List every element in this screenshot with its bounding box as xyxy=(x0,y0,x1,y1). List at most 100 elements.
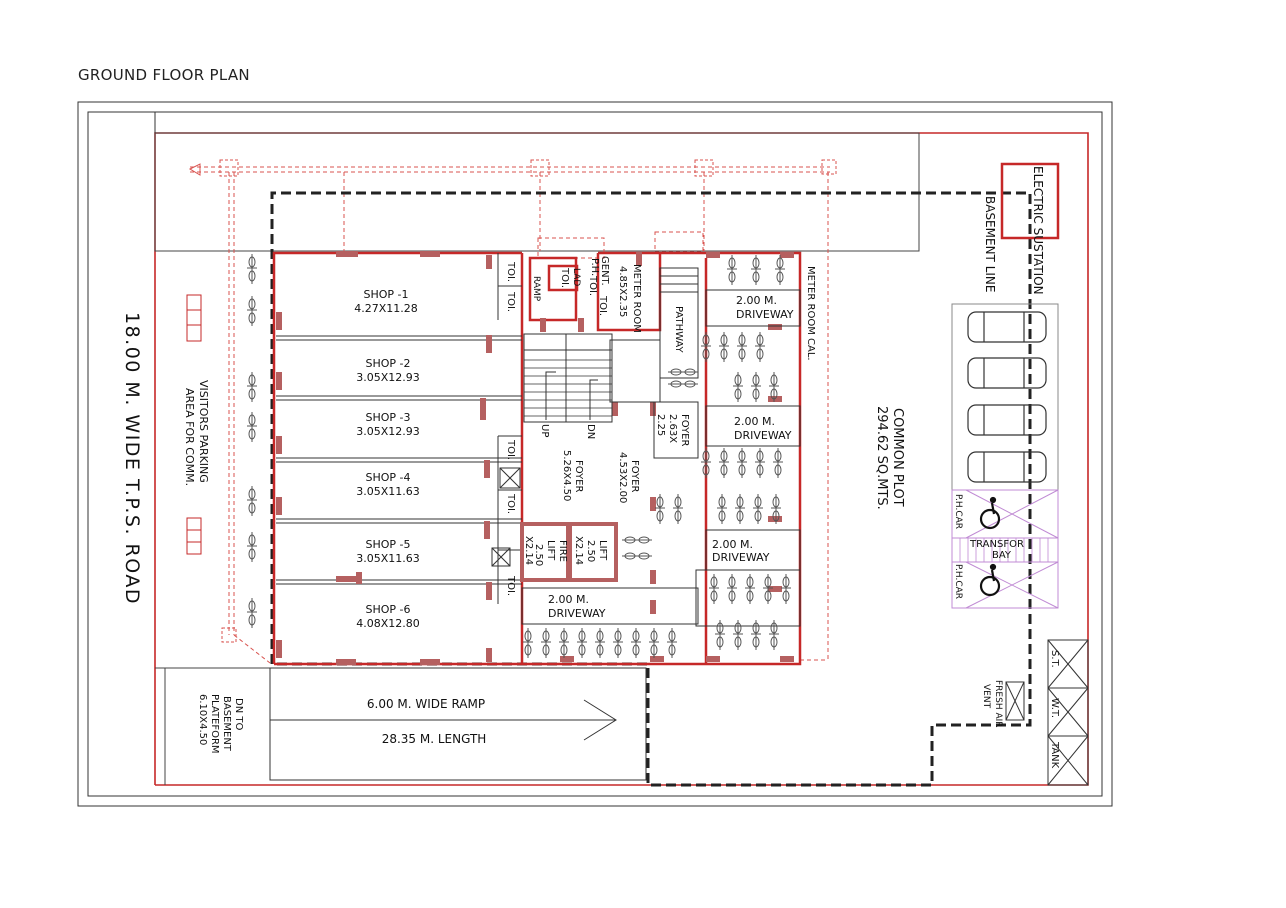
shop-4-name: SHOP -4 xyxy=(365,471,410,484)
two-wheeler-icon xyxy=(247,372,257,402)
toilet-label: TOI. xyxy=(559,267,570,288)
tank-label-st: S.T. xyxy=(1049,650,1060,668)
toilet-label: TOI. xyxy=(505,291,516,312)
ramp-width-label: 6.00 M. WIDE RAMP xyxy=(367,697,485,711)
two-wheeler-icon xyxy=(763,574,773,604)
two-wheeler-icon xyxy=(735,494,745,524)
road-label: 18.00 M. WIDE T.P.S. ROAD xyxy=(121,312,143,605)
shop-1-size: 4.27X11.28 xyxy=(354,302,418,315)
shop-6-size: 4.08X12.80 xyxy=(356,617,420,630)
transfor-bay-label: BAY xyxy=(992,550,1012,561)
two-wheeler-icon xyxy=(523,628,533,658)
driveway-1-width: 2.00 M. xyxy=(736,294,777,307)
ph-car-label: P.H.CAR xyxy=(953,494,963,529)
two-wheeler-icon xyxy=(709,574,719,604)
driveway-3-width: 2.00 M. xyxy=(712,538,753,551)
two-wheeler-icon xyxy=(668,380,698,388)
ph-car-label: P.H.CAR xyxy=(953,564,963,599)
two-wheeler-icon xyxy=(559,628,569,658)
two-wheeler-icon xyxy=(771,494,781,524)
two-wheeler-icon xyxy=(751,255,761,285)
fire-lift-label: LIFT xyxy=(545,540,556,561)
two-wheeler-icon xyxy=(733,372,743,402)
driveway-2-label: DRIVEWAY xyxy=(734,429,792,442)
two-wheeler-icon xyxy=(745,574,755,604)
two-wheeler-icon xyxy=(701,332,711,362)
two-wheeler-icon xyxy=(247,598,257,628)
ph-label: P.H. xyxy=(589,258,600,276)
two-wheeler-icon xyxy=(613,628,623,658)
toilet-label: TOI. xyxy=(505,575,516,596)
sign-icon xyxy=(186,294,202,555)
shop-3-name: SHOP -3 xyxy=(365,411,410,424)
dn-label: DN xyxy=(585,424,596,439)
driveway-4-label: DRIVEWAY xyxy=(548,607,606,620)
platform-label: 6.10X4.50 xyxy=(197,694,208,745)
electric-substation-box xyxy=(1000,162,1060,240)
two-wheeler-icon xyxy=(655,494,665,524)
two-wheeler-icon xyxy=(649,628,659,658)
shop-6-name: SHOP -6 xyxy=(365,603,410,616)
toilet-label: TOI. xyxy=(505,439,516,460)
lift-label: LIFT xyxy=(597,540,608,561)
shop-4-size: 3.05X11.63 xyxy=(356,485,420,498)
ph-car-area xyxy=(951,489,1059,609)
two-wheeler-parking xyxy=(247,254,791,658)
two-wheeler-icon xyxy=(701,448,711,478)
outer-frame xyxy=(77,101,1113,807)
two-wheeler-icon xyxy=(733,620,743,650)
foyer-side-size: 4.53X2.00 xyxy=(617,452,628,503)
fire-lift-label: FIRE xyxy=(557,540,568,562)
ramp-length-label: 28.35 M. LENGTH xyxy=(382,732,487,746)
two-wheeler-icon xyxy=(247,532,257,562)
fire-route xyxy=(190,166,830,664)
two-wheeler-icon xyxy=(667,628,677,658)
stair-core xyxy=(521,267,801,627)
fresh-air-label: VENT xyxy=(981,684,991,709)
tank-label-wt: W.T. xyxy=(1049,698,1060,718)
meter-room-label: METER ROOM xyxy=(631,264,642,333)
two-wheeler-icon xyxy=(751,372,761,402)
toilet-label: TOI. xyxy=(597,295,608,316)
pathway-label: PATHWAY xyxy=(673,306,684,353)
columns xyxy=(276,251,794,665)
basement-line-label: BASEMENT LINE xyxy=(983,196,997,292)
meter-room-cal-label: METER ROOM CAL. xyxy=(805,266,816,361)
two-wheeler-icon xyxy=(577,628,587,658)
page-title: GROUND FLOOR PLAN xyxy=(78,66,250,84)
ramp-label: RAMP xyxy=(531,276,541,302)
foyer-small-size: 2.63X xyxy=(667,414,678,443)
two-wheeler-icon xyxy=(775,255,785,285)
basement-line xyxy=(270,191,1032,787)
two-wheeler-icon xyxy=(717,494,727,524)
shop-3-size: 3.05X12.93 xyxy=(356,425,420,438)
foyer-small-size: 2.25 xyxy=(655,414,666,436)
platform-label: DN TO xyxy=(233,698,244,730)
two-wheeler-icon xyxy=(631,628,641,658)
transfor-bay-label: TRANSFOR xyxy=(969,539,1024,550)
parked-cars xyxy=(967,311,1047,483)
common-plot-label: COMMON PLOT xyxy=(890,408,905,507)
tanks xyxy=(1047,639,1089,786)
up-label: UP xyxy=(539,424,550,437)
two-wheeler-icon xyxy=(781,574,791,604)
two-wheeler-icon xyxy=(753,494,763,524)
two-wheeler-icon xyxy=(715,620,725,650)
meter-room-size: 4.85X2.35 xyxy=(617,266,628,317)
two-wheeler-icon xyxy=(773,448,783,478)
tank-label: TANK xyxy=(1049,741,1060,769)
wheelchair-icon xyxy=(979,496,1001,597)
toilet-label: TOI. xyxy=(505,493,516,514)
lad-label: LAD xyxy=(571,268,581,286)
driveway-3-label: DRIVEWAY xyxy=(712,551,770,564)
gent-label: GENT. xyxy=(599,256,610,286)
fire-lift-size: X2.14 xyxy=(523,536,534,565)
two-wheeler-icon xyxy=(751,620,761,650)
two-wheeler-icon xyxy=(737,332,747,362)
two-wheeler-icon xyxy=(769,372,779,402)
driveway-1-label: DRIVEWAY xyxy=(736,308,794,321)
two-wheeler-icon xyxy=(622,552,652,560)
common-plot-area: 294.62 SQ.MTS. xyxy=(874,406,889,510)
fresh-air-label: FRESH AIR xyxy=(993,680,1003,728)
